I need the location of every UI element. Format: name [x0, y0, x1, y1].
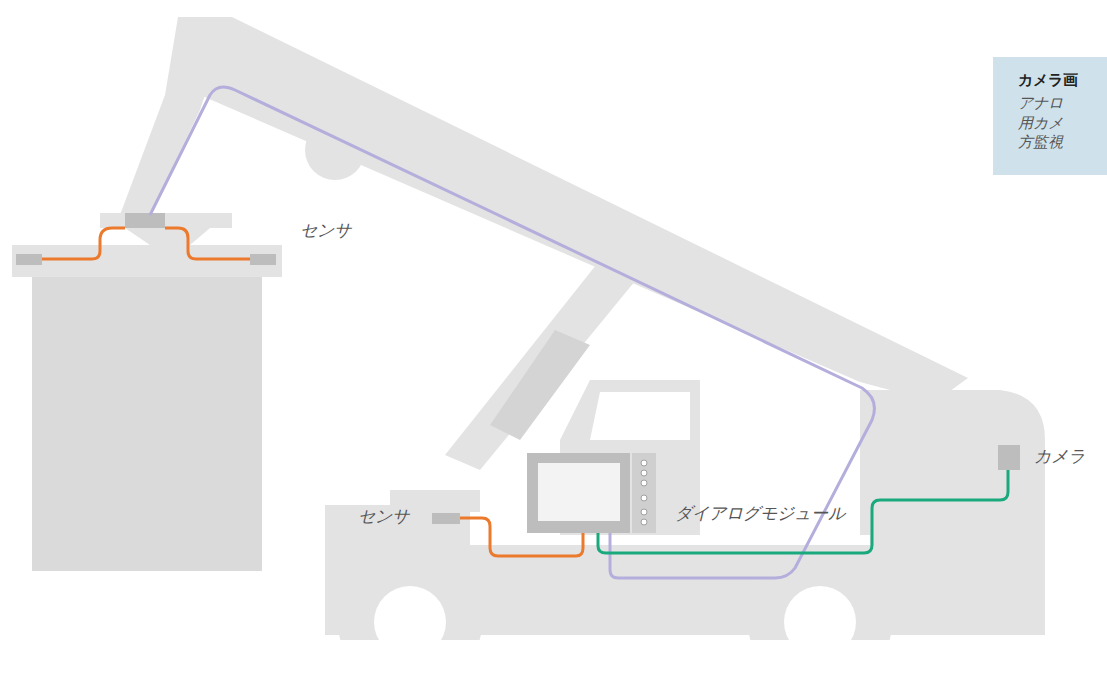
- sensor-label: センサ: [358, 506, 409, 526]
- camera-label: カメラ: [1034, 446, 1085, 466]
- dialog-module: [527, 453, 656, 533]
- wires: [42, 87, 1008, 578]
- sensor-label: センサ: [300, 220, 351, 240]
- callout-heading: カメラ画: [1018, 71, 1099, 90]
- sensor-symbols: [16, 213, 1020, 524]
- callout-box: カメラ画アナロ 用カメ 方監視: [993, 57, 1107, 175]
- wheels: [0, 550, 1107, 675]
- machine-body: [12, 17, 1045, 635]
- module-label: ダイアログモジュール: [675, 503, 845, 523]
- callout-body: アナロ 用カメ 方監視: [1018, 94, 1068, 153]
